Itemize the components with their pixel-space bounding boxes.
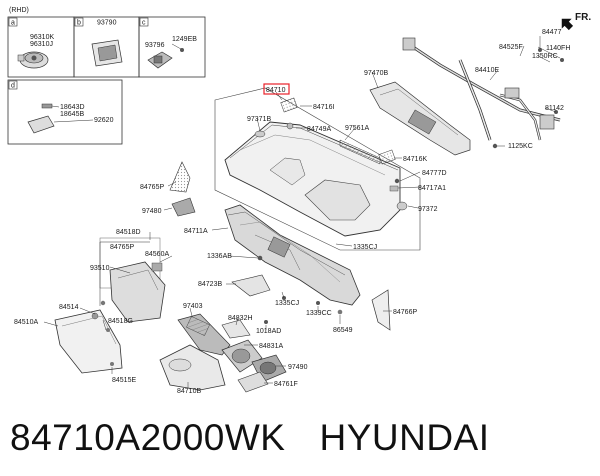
- defroster-duct: [369, 81, 471, 156]
- inset-d-part-2: 18645B: [60, 111, 84, 118]
- callout-1335cj-a: 1335CJ: [353, 244, 377, 251]
- inset-c-part-1: 93796: [145, 42, 165, 49]
- clip-86549: [337, 309, 343, 315]
- callout-81142: 81142: [545, 105, 564, 112]
- callout-1336ab: 1336AB: [207, 253, 232, 260]
- inset-a-part-2: 96310J: [30, 41, 53, 48]
- crash-pad-assembly: [224, 121, 401, 237]
- callout-97372: 97372: [418, 206, 438, 213]
- callout-84518g: 84518G: [108, 318, 133, 325]
- inset-b-letter: b: [77, 20, 81, 27]
- inset-box-a: a 96310K 96310J: [7, 16, 75, 78]
- callout-84765p: 84765P: [140, 184, 164, 191]
- callout-84777d: 84777D: [422, 170, 447, 177]
- callout-97561a: 97561A: [345, 125, 369, 132]
- brand-name: HYUNDAI: [319, 417, 490, 458]
- callout-84525f: 84525F: [499, 44, 523, 51]
- callout-84560a: 84560A: [145, 251, 169, 258]
- clip-97371b: [254, 130, 266, 138]
- part-number: 84710A2000WK: [10, 417, 286, 458]
- trim-84761f: [237, 371, 269, 393]
- bracket-84832h: [221, 319, 251, 339]
- clip-84717a1: [389, 185, 399, 192]
- callout-84765p-b: 84765P: [110, 244, 134, 251]
- screw-1339cc: [316, 301, 320, 305]
- leader-lines: [43, 36, 561, 388]
- callout-93510: 93510: [90, 265, 110, 272]
- inset-box-b: b 93790: [73, 16, 140, 78]
- callout-84717a1: 84717A1: [418, 185, 446, 192]
- cowl-crossbar: [402, 37, 564, 149]
- callout-1339cc: 1339CC: [306, 310, 332, 317]
- part-caption: 84710A2000WK HYUNDAI: [10, 408, 590, 468]
- inset-box-d: d 18643D 18645B 92620: [7, 79, 123, 145]
- screw-1018ad: [264, 320, 268, 324]
- market-label: (RHD): [9, 7, 29, 14]
- callout-97470b: 97470B: [364, 70, 388, 77]
- front-arrow-icon: [561, 18, 574, 31]
- inset-d-letter: d: [11, 83, 15, 90]
- callout-86549: 86549: [333, 327, 353, 334]
- callout-84410e: 84410E: [475, 67, 499, 74]
- callout-84515e: 84515E: [112, 377, 136, 384]
- callout-1140fh: 1140FH: [546, 45, 570, 52]
- pad-84716i: [280, 97, 298, 113]
- pad-84716k: [378, 149, 396, 165]
- front-direction-indicator: FR.: [561, 12, 591, 31]
- inset-box-c: c 93796 1249EB: [138, 16, 206, 78]
- screw-1336ab: [257, 255, 263, 261]
- callout-1125kc: 1125KC: [508, 143, 533, 150]
- callout-1350rc: 1350RC: [532, 53, 558, 60]
- callout-labels: 84710 84716I 97371B 97470B 84749A 97561A…: [14, 29, 570, 395]
- lamp-icon: [27, 103, 94, 134]
- callout-84832h: 84832H: [228, 315, 253, 322]
- callout-84761f: 84761F: [274, 381, 298, 388]
- vent-97372: [396, 201, 408, 211]
- callout-84518d: 84518D: [116, 229, 141, 236]
- callout-1018ad: 1018AD: [256, 328, 281, 335]
- inset-b-part-1: 93790: [97, 20, 117, 27]
- inset-a-letter: a: [11, 20, 15, 27]
- callout-84711a: 84711A: [184, 228, 208, 235]
- parts-exploded-diagram: (RHD) FR. a 96310K 96310J b 93790 c 9379: [7, 7, 591, 395]
- bolt-84777d: [394, 178, 400, 184]
- callout-84477: 84477: [542, 29, 562, 36]
- inset-d-part-1: 18643D: [60, 104, 85, 111]
- front-arrow-label: FR.: [575, 12, 591, 23]
- inset-a-part-1: 96310K: [30, 34, 54, 41]
- callout-84716i: 84716I: [313, 104, 334, 111]
- vent-97480: [171, 197, 196, 217]
- switch-button-icon: [91, 39, 123, 67]
- callout-97480: 97480: [142, 208, 162, 215]
- assembly-outline: [214, 87, 421, 251]
- callout-84510a: 84510A: [14, 319, 38, 326]
- callout-97371b: 97371B: [247, 116, 271, 123]
- callout-1335cj-b: 1335CJ: [275, 300, 299, 307]
- callout-97490: 97490: [288, 364, 308, 371]
- center-vent-84831a: [221, 339, 263, 373]
- socket-icon: [147, 43, 184, 69]
- callout-84710: 84710: [266, 87, 286, 94]
- callout-84716k: 84716K: [403, 156, 427, 163]
- callout-84710b: 84710B: [177, 388, 201, 395]
- inset-d-part-3: 92620: [94, 117, 114, 124]
- side-cover-84765p: [169, 161, 191, 193]
- center-duct-97403: [177, 313, 231, 356]
- bracket-84723b: [231, 274, 271, 297]
- cluster-fascia-84710b: [159, 344, 226, 391]
- callout-84766p: 84766P: [393, 309, 417, 316]
- callout-84723b: 84723B: [198, 281, 222, 288]
- highlight-box: [263, 83, 290, 95]
- side-cover-84766p: [371, 289, 391, 331]
- dash-lower-frame: [224, 204, 361, 306]
- callout-84831a: 84831A: [259, 343, 283, 350]
- callout-97403: 97403: [183, 303, 203, 310]
- switch-module-icon: [17, 51, 49, 69]
- callout-84514: 84514: [59, 304, 79, 311]
- inset-c-part-2: 1249EB: [172, 36, 197, 43]
- callout-84749a: 84749A: [307, 126, 331, 133]
- inset-c-letter: c: [142, 20, 146, 27]
- glove-box-assembly: [54, 237, 166, 374]
